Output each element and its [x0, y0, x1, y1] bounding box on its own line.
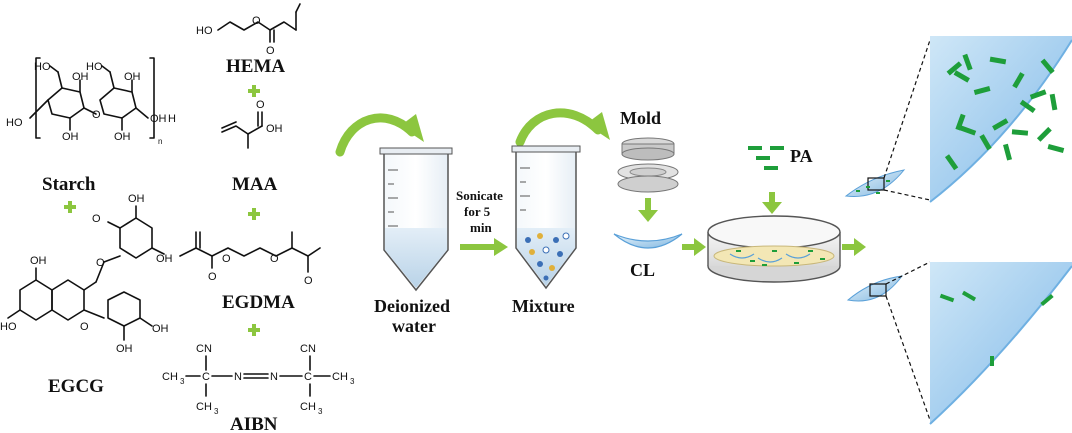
arrow-right-icon [460, 238, 508, 256]
egcg-oh-4: OH [152, 323, 169, 335]
aibn-ch3-3-sub: 3 [214, 407, 219, 416]
egcg-oh-2: OH [128, 193, 145, 205]
contact-lens-icon [613, 233, 683, 249]
starch-structure: HO HO OH OH OH OH HO O OH H n [6, 57, 176, 146]
zoom-lines [883, 39, 931, 421]
egcg-oh-1: OH [30, 255, 47, 267]
arrow-down-icon [762, 192, 782, 214]
cl-label: CL [630, 260, 655, 280]
aibn-n-2: N [270, 371, 278, 383]
aibn-cn-1: CN [196, 343, 212, 355]
zoom-panel-top [929, 36, 1072, 203]
sonicate-label-2: for 5 [464, 204, 491, 219]
starch-n: n [158, 137, 162, 146]
zoom-panel-bottom [929, 262, 1072, 426]
mold-icon [617, 137, 679, 193]
mixture-label: Mixture [512, 296, 575, 316]
pa-label: PA [790, 146, 813, 166]
pa-rods-sparse [939, 290, 1054, 366]
aibn-ch3-3: CH [196, 401, 212, 413]
egdma-structure: O O O O [179, 231, 321, 287]
aibn-c-1: C [202, 371, 210, 383]
hema-label: HEMA [226, 56, 285, 77]
petri-dish [707, 215, 841, 283]
egdma-o-1: O [222, 253, 231, 265]
aibn-ch3-1-sub: 3 [180, 377, 185, 386]
starch-ho-1: HO [34, 61, 51, 73]
hema-o: O [252, 15, 261, 27]
starch-o-link: O [92, 109, 101, 121]
starch-h: H [168, 113, 176, 125]
egcg-structure: OH HO O O O OH OH OH OH [0, 193, 173, 355]
aibn-c-2: C [304, 371, 312, 383]
maa-oh: OH [266, 123, 283, 135]
aibn-structure: CN CN CH 3 C N N C CH 3 CH 3 CH 3 [162, 343, 355, 416]
egcg-oh-3: OH [156, 253, 173, 265]
mixture-particles [525, 232, 570, 281]
aibn-label: AIBN [230, 414, 278, 433]
deionized-label-2: water [392, 316, 436, 336]
mold-label: Mold [620, 108, 661, 128]
starch-oh-3: OH [62, 131, 79, 143]
starch-label: Starch [42, 174, 96, 195]
maa-o: O [256, 99, 265, 111]
starch-oh-5: OH [150, 113, 167, 125]
deionized-water-tube [379, 147, 453, 292]
plus-icon [64, 201, 76, 213]
egdma-o-2: O [270, 253, 279, 265]
plus-icon [248, 85, 260, 97]
hema-ho: HO [196, 25, 213, 37]
aibn-n-1: N [234, 371, 242, 383]
egcg-o-carbonyl: O [92, 213, 101, 225]
deionized-label-1: Deionized [374, 296, 450, 316]
egcg-label: EGCG [48, 376, 104, 397]
plus-icon [248, 208, 260, 220]
hema-o2: O [266, 45, 275, 57]
lens-with-pa-icon [844, 169, 906, 197]
egdma-o-4: O [304, 275, 313, 287]
maa-label: MAA [232, 174, 278, 195]
aibn-ch3-4-sub: 3 [318, 407, 323, 416]
sonicate-label-1: Sonicate [456, 188, 503, 203]
starch-ho-3: HO [6, 117, 23, 129]
arrow-down-icon [638, 198, 658, 222]
plus-icon [248, 324, 260, 336]
sonicate-label-3: min [470, 220, 492, 235]
pa-rods-dense [944, 53, 1065, 171]
starch-ho-2: HO [86, 61, 103, 73]
aibn-ch3-2: CH [332, 371, 348, 383]
egcg-oh-5: OH [116, 343, 133, 355]
aibn-ch3-4: CH [300, 401, 316, 413]
aibn-ch3-2-sub: 3 [350, 377, 355, 386]
egcg-o-ring: O [80, 321, 89, 333]
egdma-label: EGDMA [222, 292, 295, 313]
aibn-cn-2: CN [300, 343, 316, 355]
curved-arrow-icon [515, 108, 610, 147]
mixture-tube [511, 145, 581, 290]
egcg-ho: HO [0, 321, 17, 333]
curved-arrow-icon [335, 113, 424, 157]
arrow-right-icon [682, 238, 706, 256]
starch-oh-4: OH [114, 131, 131, 143]
starch-oh-1: OH [72, 71, 89, 83]
egcg-o-ester: O [96, 257, 105, 269]
pa-rods-icon [748, 146, 784, 170]
starch-oh-2: OH [124, 71, 141, 83]
aibn-ch3-1: CH [162, 371, 178, 383]
egdma-o-3: O [208, 271, 217, 283]
maa-structure: O OH [221, 99, 283, 149]
arrow-right-icon [842, 238, 866, 256]
hema-structure: HO O O [196, 3, 301, 57]
